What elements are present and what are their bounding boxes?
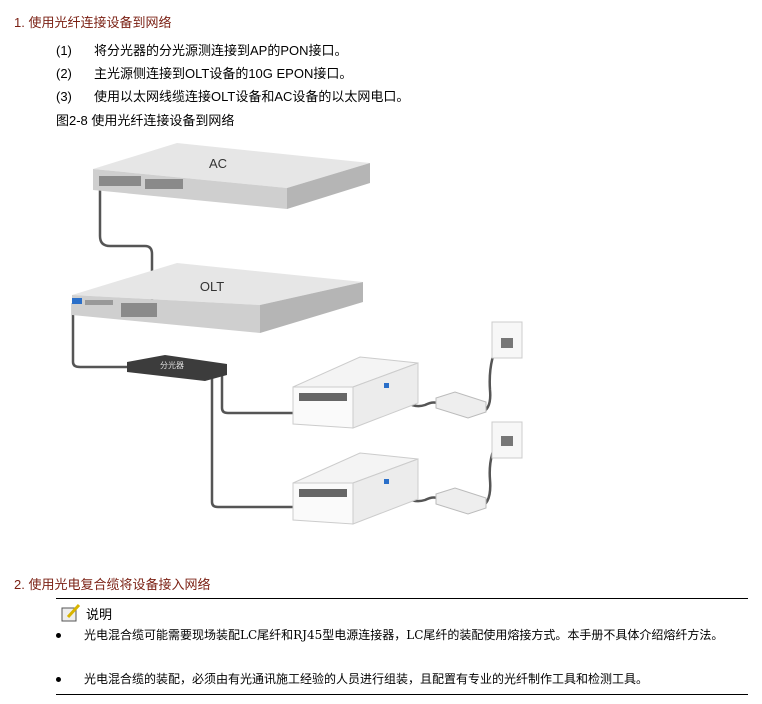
- bullet-text: 光电混合缆的装配，必须由有光通讯施工经验的人员进行组装，且配置有专业的光纤制作工…: [84, 672, 649, 686]
- bullet-icon: [56, 633, 61, 638]
- note-bullet: 光电混合缆可能需要现场装配LC尾纤和RJ45型电源连接器，LC尾纤的装配使用熔接…: [56, 625, 746, 646]
- ethernet-ports: [145, 179, 183, 189]
- ac-label: AC: [209, 156, 227, 171]
- figure-caption: 图2-8 使用光纤连接设备到网络: [56, 113, 235, 128]
- step-text: 主光源侧连接到OLT设备的10G EPON接口。: [94, 66, 353, 81]
- note-pencil-icon: [61, 603, 81, 622]
- bullet-text: 光电混合缆可能需要现场装配LC尾纤和RJ45型电源连接器，LC尾纤的装配使用熔接…: [84, 628, 724, 642]
- step-number: (2): [56, 66, 72, 81]
- bullet-icon: [56, 677, 61, 682]
- network-diagram: AC OLT 分光器: [71, 143, 523, 525]
- splitter-label: 分光器: [160, 360, 184, 370]
- note-bullet: 光电混合缆的装配，必须由有光通讯施工经验的人员进行组装，且配置有专业的光纤制作工…: [56, 669, 746, 690]
- splitter: 分光器: [127, 355, 227, 381]
- step-text: 使用以太网线缆连接OLT设备和AC设备的以太网电口。: [94, 89, 410, 104]
- access-point-1: [292, 356, 419, 429]
- power-adapters: [435, 391, 487, 515]
- step-1: (1) 将分光器的分光源测连接到AP的PON接口。: [56, 40, 348, 59]
- olt-device: OLT: [72, 263, 363, 333]
- note-header: 说明: [60, 603, 112, 623]
- note-box: 说明 光电混合缆可能需要现场装配LC尾纤和RJ45型电源连接器，LC尾纤的装配使…: [56, 598, 748, 695]
- wall-outlets: [491, 321, 523, 459]
- fiber-cable-olt: [71, 303, 127, 369]
- note-title: 说明: [86, 607, 113, 622]
- ethernet-ports: [99, 176, 141, 186]
- step-2: (2) 主光源侧连接到OLT设备的10G EPON接口。: [56, 63, 352, 82]
- step-text: 将分光器的分光源测连接到AP的PON接口。: [94, 43, 348, 58]
- ethernet-cable: [98, 180, 154, 316]
- step-number: (3): [56, 89, 72, 104]
- section2-heading: 2. 使用光电复合缆将设备接入网络: [14, 577, 211, 592]
- fiber-cable-ap2: [210, 370, 293, 509]
- ac-device: AC: [93, 143, 370, 209]
- ethernet-ports: [121, 303, 157, 317]
- cables: [71, 180, 502, 510]
- fiber-port: [72, 298, 82, 304]
- access-point-2: [292, 452, 419, 525]
- step-number: (1): [56, 43, 72, 58]
- step-3: (3) 使用以太网线缆连接OLT设备和AC设备的以太网电口。: [56, 86, 409, 105]
- olt-label: OLT: [200, 279, 224, 294]
- section1-heading: 1. 使用光纤连接设备到网络: [14, 15, 172, 30]
- fiber-cable-ap1: [220, 368, 293, 415]
